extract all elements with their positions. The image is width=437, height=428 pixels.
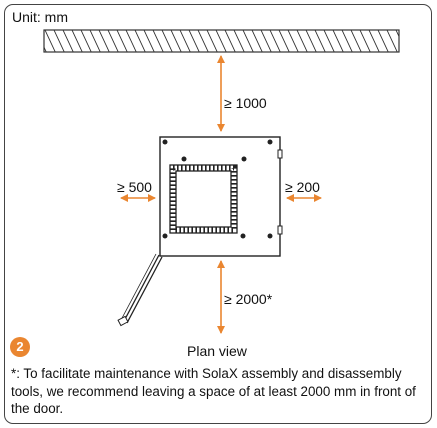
cabinet-door [117, 253, 163, 327]
view-caption: Plan view [187, 343, 247, 359]
left-clearance-label: ≥ 500 [117, 179, 152, 195]
diagram-frame [4, 4, 432, 424]
unit-label: Unit: mm [12, 9, 68, 25]
footnote-text: *: To facilitate maintenance with SolaX … [11, 366, 416, 416]
cabinet [159, 136, 283, 257]
right-clearance-label: ≥ 200 [285, 179, 320, 195]
front-clearance-label: ≥ 2000* [224, 291, 273, 307]
top-clearance-label: ≥ 1000 [224, 95, 267, 111]
wall [43, 29, 400, 53]
clearance-arrows [120, 55, 322, 334]
step-number-badge: 2 [10, 337, 30, 357]
